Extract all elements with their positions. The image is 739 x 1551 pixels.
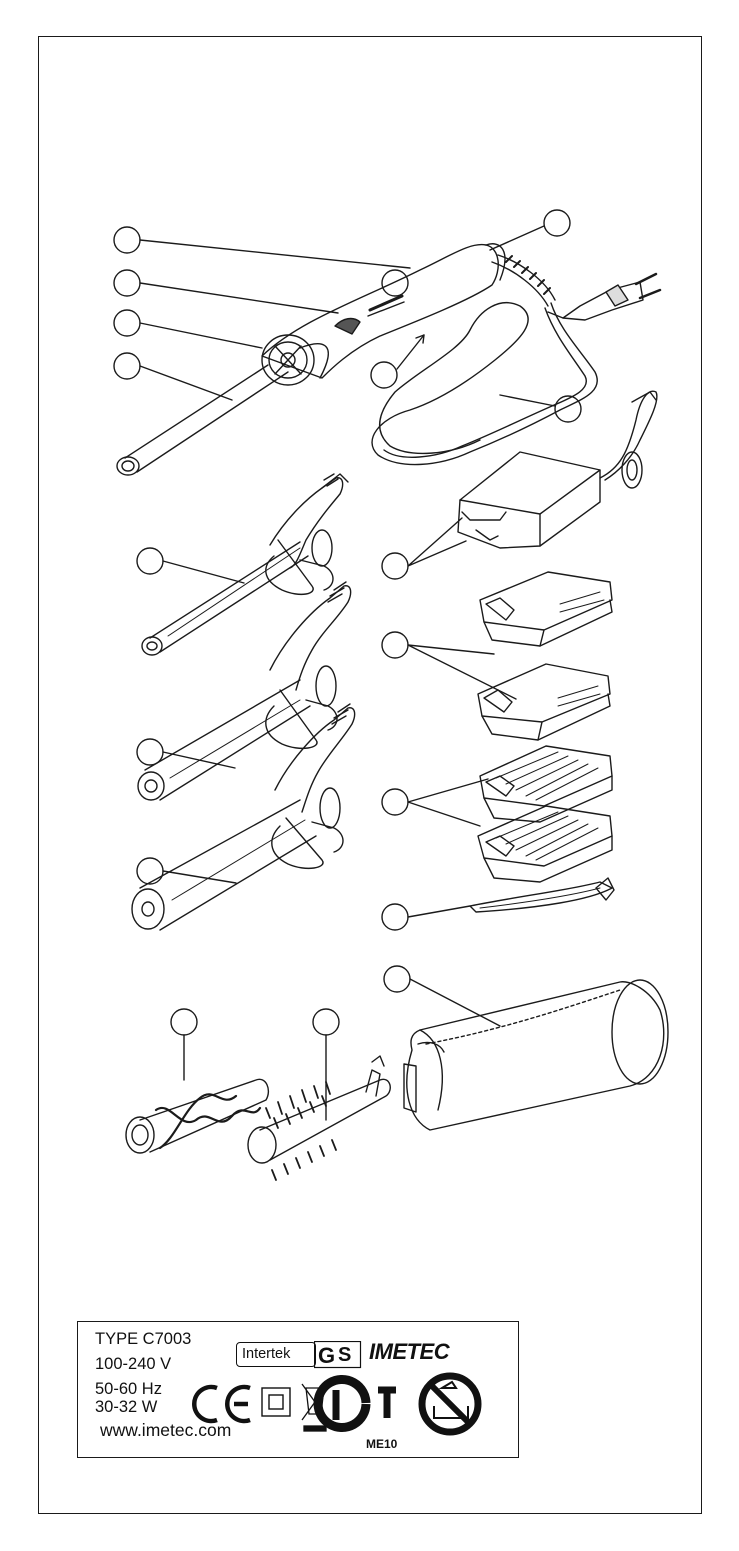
curling-tong-small: [142, 474, 348, 655]
no-bath-use-icon: [422, 1376, 478, 1432]
hair-clip: [470, 878, 614, 912]
curling-tong-large: [132, 704, 355, 930]
callout-8: [137, 548, 244, 583]
callout-17: [171, 1009, 197, 1080]
callout-10b: [382, 632, 516, 699]
curling-tong-medium: [138, 582, 351, 800]
callout-18: [313, 1009, 339, 1120]
callout-16: [384, 966, 500, 1026]
spiral-attachment: [126, 1079, 268, 1153]
callout-12: [137, 739, 235, 768]
callout-13: [382, 779, 488, 826]
ce-mark-icon: [194, 1387, 250, 1421]
approval-code-text: ME10: [366, 1437, 397, 1451]
callout-3: [114, 310, 262, 348]
certification-marks: [78, 1322, 520, 1459]
travel-pouch: [404, 980, 668, 1130]
flat-plates-pair: [478, 572, 612, 740]
rating-plate: TYPE C7003 100-240 V 50-60 Hz 30-32 W ww…: [77, 1321, 519, 1458]
callout-2: [114, 270, 338, 313]
pct-certification-icon: [318, 1380, 396, 1428]
round-brush-attachment: [248, 1056, 390, 1180]
callout-6: [371, 335, 424, 388]
callout-5: [490, 210, 570, 250]
callout-4: [114, 353, 232, 400]
crimper-plates-pair: [478, 746, 612, 882]
main-handle-unit: [117, 244, 660, 475]
callout-15: [382, 904, 470, 930]
callout-9: [382, 518, 466, 579]
double-insulation-icon: [262, 1388, 290, 1416]
callout-1: [114, 227, 410, 268]
callout-10: [382, 270, 408, 296]
straightener-attachment: [458, 391, 657, 548]
